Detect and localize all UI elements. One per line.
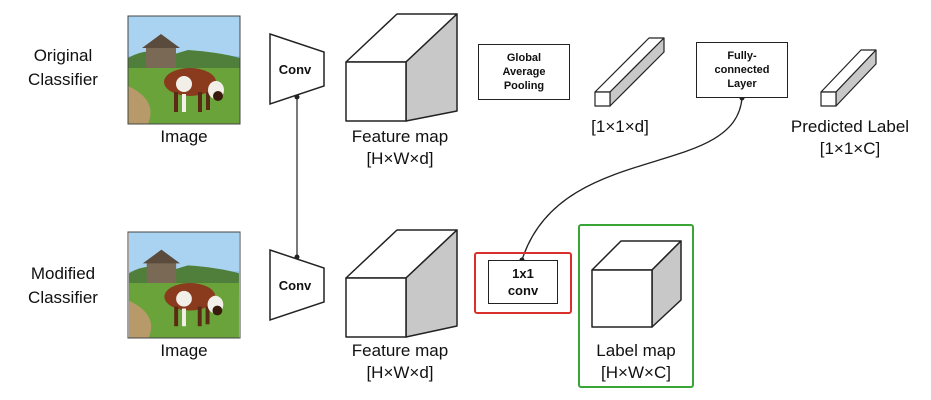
fc-to-1x1conv-curve bbox=[521, 97, 743, 261]
conv-1x1-box: 1x1 conv bbox=[488, 260, 558, 304]
label-map-label: Label map[H×W×C] bbox=[596, 341, 676, 382]
bottom-feature-map-label: Feature map[H×W×d] bbox=[351, 341, 449, 382]
top-conv-trapezoid bbox=[269, 32, 325, 106]
bottom-image-label: Image bbox=[160, 341, 208, 360]
bottom-image bbox=[127, 231, 241, 339]
conv1x1-highlight-frame bbox=[474, 252, 572, 314]
fully-connected-layer-box: Fully- connected Layer bbox=[696, 42, 788, 98]
label-map-cube bbox=[591, 240, 682, 328]
top-image bbox=[127, 15, 241, 125]
top-feature-map-label: Feature map[H×W×d] bbox=[351, 127, 449, 168]
predicted-label-bar bbox=[820, 49, 877, 107]
top-feature-map-cube bbox=[345, 13, 458, 122]
bottom-conv-trapezoid bbox=[269, 248, 325, 322]
vector-1x1xd-label: [1×1×d] bbox=[591, 117, 649, 136]
bottom-feature-map-cube bbox=[345, 229, 458, 338]
predicted-label-text: Predicted Label[1×1×C] bbox=[790, 117, 910, 158]
global-average-pooling-box: Global Average Pooling bbox=[478, 44, 570, 100]
bottom-conv-label: Conv bbox=[278, 278, 312, 293]
vector-1x1xd bbox=[594, 37, 665, 107]
top-image-label: Image bbox=[160, 127, 208, 146]
top-conv-label: Conv bbox=[278, 62, 312, 77]
label-map-highlight-frame bbox=[578, 224, 694, 388]
